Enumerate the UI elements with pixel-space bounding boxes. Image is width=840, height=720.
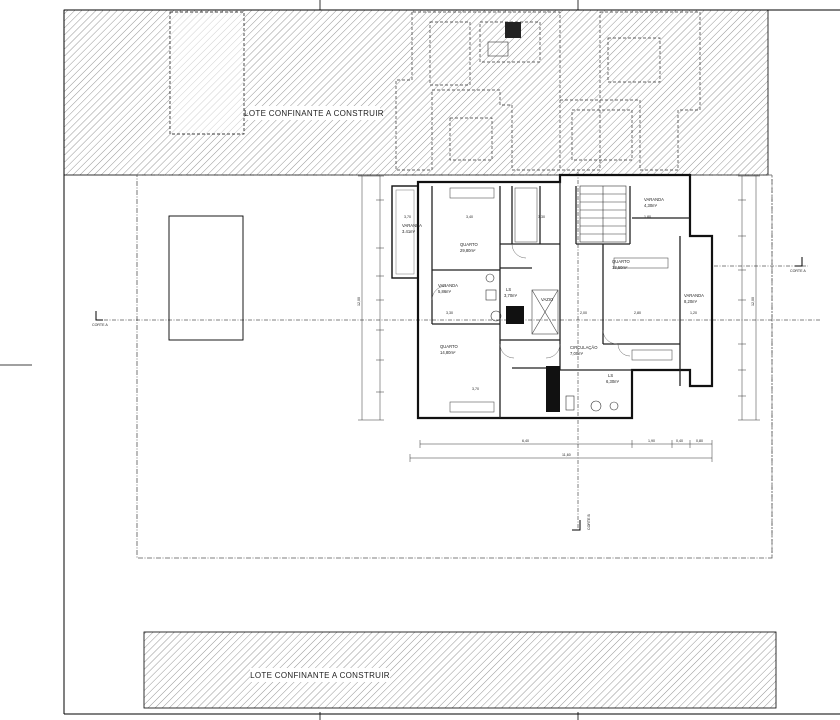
wardrobes (449, 187, 673, 413)
svg-text:3,70: 3,70 (472, 387, 479, 391)
room-label: QUARTO (460, 242, 479, 247)
section-right-label: CORTE A (790, 269, 806, 273)
bottom-dimension-2: 1,90 (648, 439, 655, 443)
room-area: 8,20m² (684, 299, 698, 304)
top-lot-label: LOTE CONFINANTE A CONSTRUIR (244, 109, 384, 118)
left-dimension-chain (358, 175, 384, 421)
svg-text:2,80: 2,80 (634, 311, 641, 315)
svg-text:1,20: 1,20 (690, 311, 697, 315)
section-cut-a: CORTE A CORTE A (92, 257, 820, 327)
right-dimension-chain (738, 175, 760, 421)
site-boundary (136, 174, 773, 559)
outer-walls (416, 173, 714, 420)
room-label: LS (506, 287, 511, 292)
house-plan: VARANDA 3.41m² QUARTO 29,80m² VARANDA 5,… (391, 173, 714, 420)
bottom-dimension-4: 0,80 (696, 439, 703, 443)
sanitary-fixtures (485, 273, 619, 412)
room-label: CIRCULAÇÃO (570, 345, 598, 350)
section-left-label: CORTE A (92, 323, 108, 327)
room-area: 13,50m² (612, 265, 628, 270)
svg-text:3,30: 3,30 (538, 215, 545, 219)
room-area: 14,80m² (440, 350, 456, 355)
room-area: 3.41m² (402, 229, 416, 234)
room-area: 29,80m² (460, 248, 476, 253)
bottom-lot-label: LOTE CONFINANTE A CONSTRUIR (250, 671, 390, 680)
svg-text:1,80: 1,80 (644, 215, 651, 219)
room-area: 4,30m² (644, 203, 658, 208)
room-label: VARANDA (644, 197, 664, 202)
interior-dimensions: 3,70 3,40 3,30 3,30 3,70 2,80 1,20 2,00 … (404, 215, 697, 391)
room-label: VARANDA (438, 283, 458, 288)
svg-text:3,70: 3,70 (404, 215, 411, 219)
room-area: 3,70m² (504, 293, 518, 298)
svg-text:3,40: 3,40 (466, 215, 473, 219)
bottom-total-dimension: 11,60 (562, 453, 571, 457)
section-bottom-label: CORTE B (587, 513, 591, 530)
bottom-dimension-chain (409, 440, 713, 462)
svg-text:3,30: 3,30 (446, 311, 453, 315)
staircase (579, 185, 627, 243)
garden-rectangle (168, 215, 244, 341)
left-total-dimension: 12,00 (357, 297, 361, 306)
bottom-dimension-1: 6,40 (522, 439, 529, 443)
room-area: 7,00m² (570, 351, 584, 356)
shaft-block-2 (546, 366, 560, 412)
room-label: VARANDA (402, 223, 422, 228)
room-area: 5,86m² (438, 289, 452, 294)
room-area: 6,30m² (606, 379, 620, 384)
room-label: VARANDA (684, 293, 704, 298)
room-labels: VARANDA 3.41m² QUARTO 29,80m² VARANDA 5,… (402, 197, 704, 384)
room-label: QUARTO (440, 344, 459, 349)
room-label: LS (608, 373, 613, 378)
room-label: VAZIO (541, 297, 554, 302)
top-adjacent-lot: LOTE CONFINANTE A CONSTRUIR (63, 9, 769, 176)
room-label: QUARTO (612, 259, 631, 264)
svg-text:2,00: 2,00 (580, 311, 587, 315)
right-total-dimension: 12,00 (751, 297, 755, 306)
section-cut-b: CORTE B (572, 172, 591, 531)
void-cross (531, 289, 559, 335)
shaft-block (506, 306, 524, 324)
bottom-dimension-3: 0,40 (676, 439, 683, 443)
bottom-adjacent-lot: LOTE CONFINANTE A CONSTRUIR (143, 631, 777, 709)
door-swings (431, 243, 631, 359)
